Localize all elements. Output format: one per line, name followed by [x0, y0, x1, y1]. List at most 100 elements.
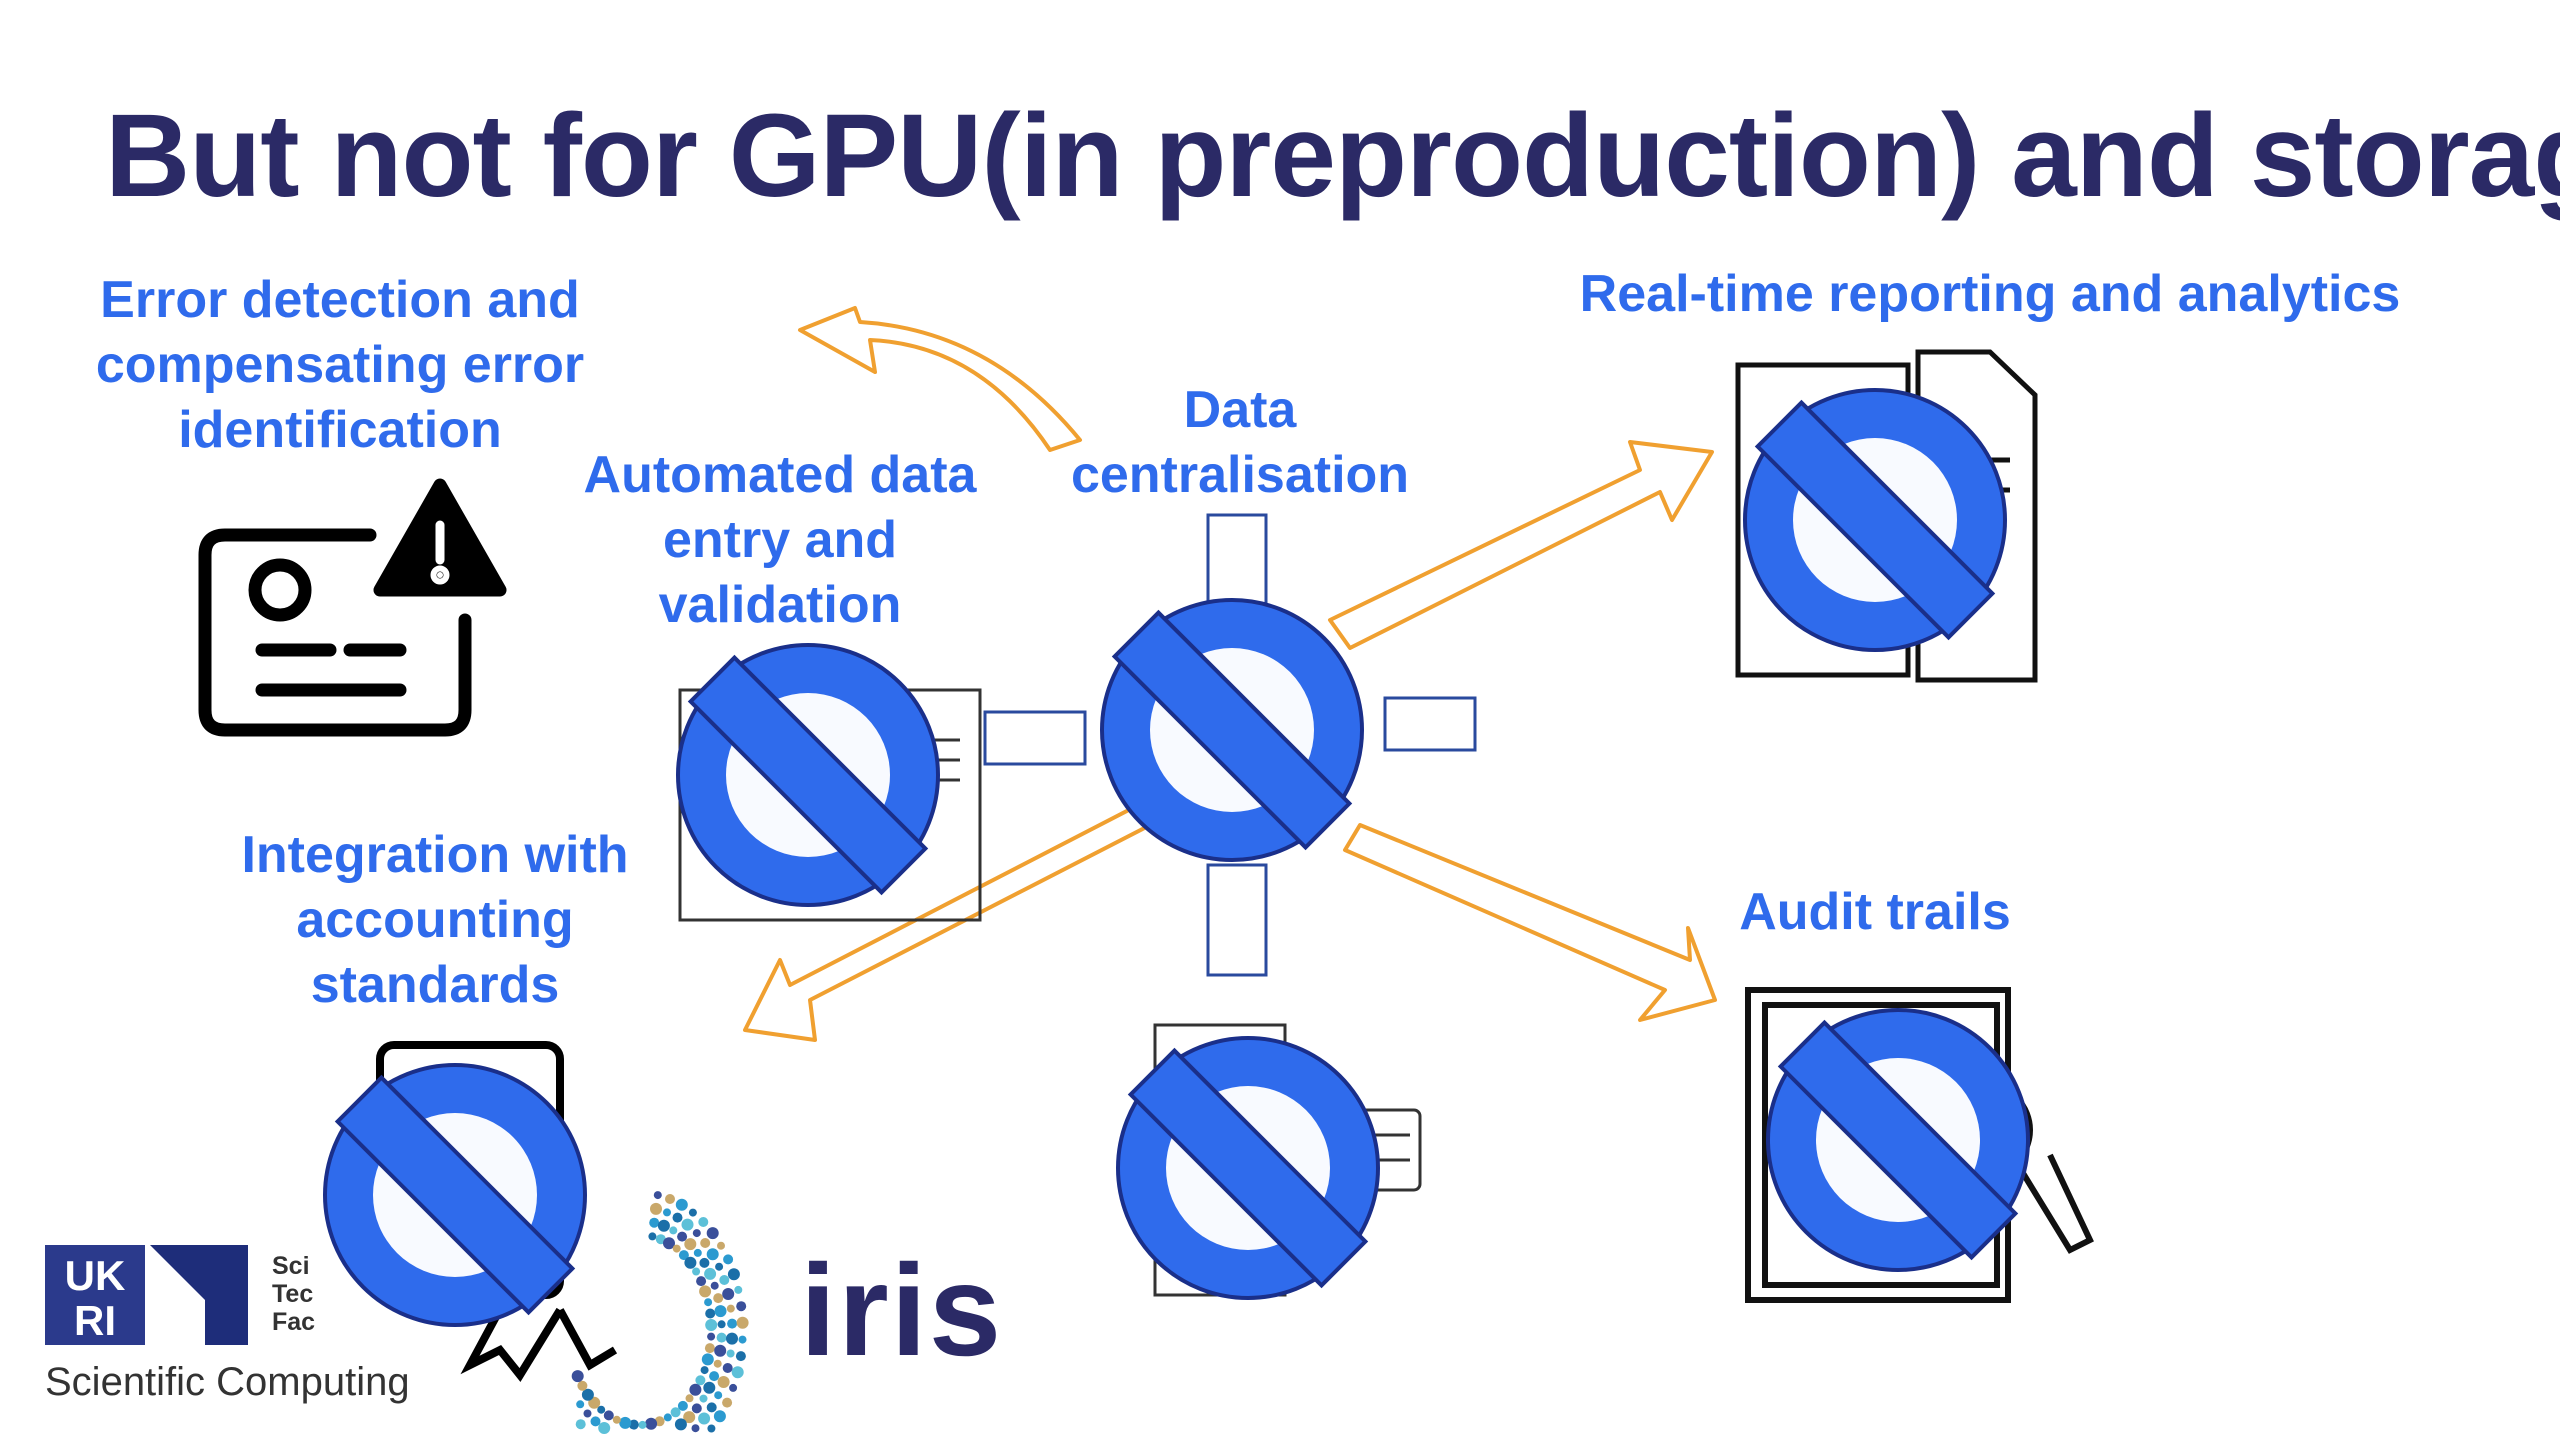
iris-wordmark: iris: [800, 1237, 1004, 1383]
arrow-to-audit: [1343, 823, 1717, 1022]
label-line: compensating error: [95, 336, 585, 394]
iris-dot: [716, 1332, 727, 1343]
prohibited-icon: [1743, 388, 2007, 652]
iris-dot: [713, 1293, 724, 1304]
iris-dot: [685, 1394, 694, 1403]
id-card-warning-icon: [198, 478, 507, 737]
prohibited-icon: [1766, 1008, 2030, 1272]
iris-dot: [657, 1219, 670, 1232]
iris-dot: [709, 1371, 720, 1382]
iris-dot: [669, 1226, 678, 1235]
iris-dot: [683, 1411, 696, 1424]
iris-dot: [663, 1208, 671, 1217]
label-error-detection: Error detection and compensating error i…: [70, 268, 610, 463]
iris-dot: [677, 1400, 688, 1411]
page-title: But not for GPU(in preproduction) and st…: [105, 90, 2560, 222]
iris-dot: [590, 1416, 601, 1427]
iris-dot: [577, 1380, 588, 1391]
prohibited-icon: [323, 1063, 587, 1327]
iris-dot: [677, 1231, 688, 1242]
ukri-logo-icon: UK RI: [45, 1245, 248, 1345]
iris-dot: [717, 1320, 726, 1329]
ukri-side-line: Tec: [272, 1280, 314, 1308]
iris-dot: [722, 1288, 735, 1300]
iris-dot: [700, 1238, 711, 1248]
label-line: identification: [178, 401, 502, 459]
iris-dot: [738, 1335, 747, 1344]
iris-dot: [638, 1420, 647, 1429]
iris-dot: [706, 1248, 719, 1261]
iris-dot: [706, 1402, 717, 1413]
iris-dot: [704, 1343, 715, 1354]
label-line: validation: [658, 576, 902, 634]
iris-dot: [726, 1304, 735, 1313]
iris-dot: [710, 1281, 719, 1290]
iris-dot: [598, 1422, 611, 1434]
iris-dot: [696, 1276, 707, 1287]
prohibited-icon: [1100, 598, 1364, 862]
iris-dot: [700, 1366, 709, 1375]
label-line: entry and: [662, 511, 898, 569]
iris-dot: [705, 1319, 718, 1331]
iris-logo-icon: [571, 1191, 749, 1434]
iris-dot: [675, 1198, 688, 1211]
iris-dot: [722, 1397, 733, 1408]
iris-dot: [653, 1191, 662, 1200]
iris-dot: [714, 1305, 727, 1318]
iris-dot: [713, 1410, 726, 1423]
iris-dot: [691, 1424, 700, 1433]
iris-dot: [576, 1400, 585, 1409]
iris-dot: [717, 1376, 730, 1388]
iris-dot: [672, 1212, 683, 1223]
ukri-side-text: Sci Tec Fac: [272, 1252, 342, 1336]
iris-dot: [684, 1238, 697, 1251]
iris-dot: [665, 1194, 675, 1204]
prohibited-icon: [1116, 1036, 1380, 1300]
iris-dot: [581, 1388, 594, 1401]
iris-dot: [704, 1267, 717, 1280]
iris-dot: [713, 1359, 722, 1368]
svg-text:UK: UK: [65, 1252, 126, 1299]
iris-dot: [736, 1301, 747, 1312]
iris-dot: [715, 1262, 724, 1271]
label-line: Data: [1183, 381, 1297, 439]
iris-dot: [717, 1241, 725, 1250]
iris-dot: [699, 1285, 712, 1298]
label-line: accounting: [296, 891, 574, 949]
label-line: centralisation: [1070, 446, 1410, 504]
iris-dot: [648, 1232, 657, 1241]
label-automated-entry: Automated data entry and validation: [570, 443, 990, 638]
iris-dot: [650, 1202, 662, 1215]
label-realtime: Real-time reporting and analytics: [1579, 265, 2401, 323]
iris-dot: [603, 1410, 614, 1421]
iris-dot: [583, 1409, 592, 1418]
arrow-to-realtime: [1328, 440, 1714, 650]
iris-dot: [726, 1332, 738, 1345]
iris-dot: [619, 1416, 632, 1429]
iris-dot: [726, 1349, 735, 1358]
iris-dot: [714, 1344, 727, 1357]
ukri-caption: Scientific Computing: [45, 1360, 410, 1404]
iris-dot: [729, 1383, 738, 1392]
iris-dot: [691, 1403, 702, 1414]
iris-dot: [736, 1316, 749, 1329]
ukri-side-line: Sci: [272, 1252, 310, 1280]
iris-dot: [678, 1250, 689, 1261]
label-line: Integration with: [241, 826, 629, 884]
iris-dot: [688, 1208, 697, 1217]
label-line: Error detection and: [100, 271, 580, 329]
iris-dot: [612, 1415, 621, 1424]
iris-dot: [681, 1218, 694, 1231]
iris-dot: [695, 1375, 706, 1386]
iris-dot: [663, 1413, 672, 1422]
arrow-to-integration: [743, 798, 1162, 1042]
iris-dot: [731, 1366, 744, 1379]
iris-dot: [597, 1405, 606, 1414]
iris-dot: [735, 1351, 746, 1362]
iris-dot: [706, 1227, 719, 1240]
svg-text:RI: RI: [74, 1297, 116, 1344]
iris-dot: [707, 1332, 716, 1341]
iris-dot: [719, 1275, 730, 1285]
iris-dot: [645, 1417, 658, 1430]
curved-arrow: [798, 306, 1082, 452]
